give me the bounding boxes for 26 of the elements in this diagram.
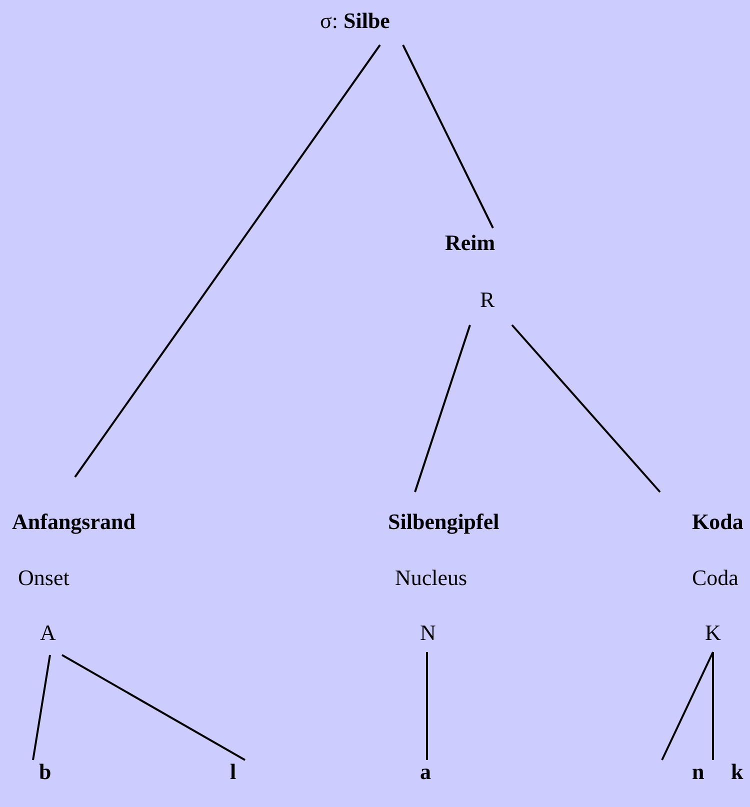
phoneme-letter: k bbox=[731, 759, 744, 785]
tree-branch-line bbox=[712, 652, 714, 760]
term-label: Onset bbox=[18, 565, 70, 591]
term-label: Nucleus bbox=[395, 565, 468, 591]
constituent-label: Reim bbox=[445, 230, 496, 256]
constituent-label: Anfangsrand bbox=[12, 509, 136, 535]
tree-branch-line bbox=[402, 44, 494, 228]
phoneme-letter: n bbox=[692, 759, 704, 785]
phoneme-letter: a bbox=[420, 759, 431, 785]
symbol-label: K bbox=[705, 620, 721, 646]
tree-branch-line bbox=[62, 654, 246, 761]
tree-branch-line bbox=[74, 44, 381, 478]
tree-branch-line bbox=[511, 324, 661, 493]
phoneme-letter: b bbox=[39, 759, 52, 785]
symbol-label: R bbox=[480, 287, 495, 313]
syllable-label: σ: Silbe bbox=[320, 8, 390, 34]
term-label: Coda bbox=[692, 565, 738, 591]
symbol-label: N bbox=[420, 620, 436, 646]
tree-branch-line bbox=[426, 652, 428, 760]
tree-branch-line bbox=[414, 324, 471, 492]
tree-branch-line bbox=[32, 654, 51, 760]
tree-branch-line bbox=[661, 652, 714, 760]
constituent-label: Koda bbox=[692, 509, 744, 535]
phoneme-letter: l bbox=[230, 759, 236, 785]
symbol-label: A bbox=[40, 620, 56, 646]
constituent-label: Silbengipfel bbox=[388, 509, 500, 535]
